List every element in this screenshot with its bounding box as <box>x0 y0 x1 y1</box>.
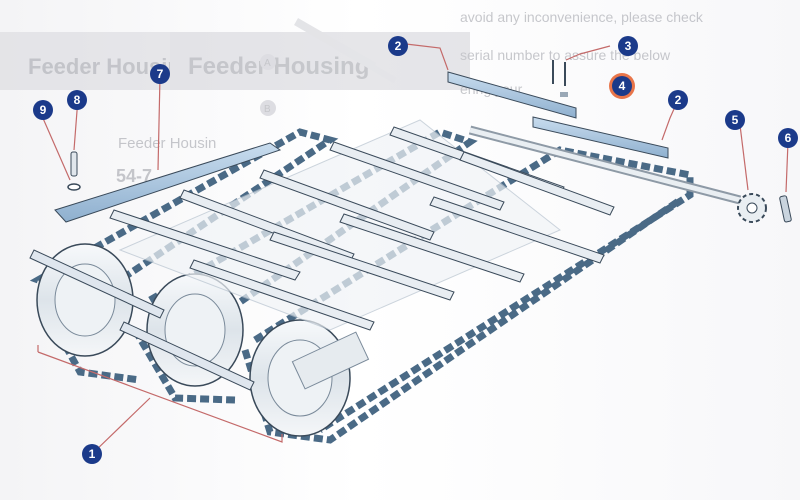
leader-line-9 <box>41 115 71 181</box>
callout-number: 7 <box>157 67 164 81</box>
callout-5-sprocket: 5 <box>725 110 745 130</box>
sprocket-part <box>737 193 767 223</box>
slat-bar-front-part <box>447 71 577 119</box>
slat <box>259 169 435 241</box>
background-notice-line1: avoid any inconvenience, please check <box>460 9 704 25</box>
slats <box>29 126 615 391</box>
slat <box>459 151 615 216</box>
background-part-code: 54-7 <box>116 166 152 186</box>
callout-badge <box>612 76 632 96</box>
callout-number: 5 <box>732 113 739 127</box>
callout-number: 8 <box>74 93 81 107</box>
callout-9-washer: 9 <box>33 100 53 120</box>
callout-number: 4 <box>619 79 626 93</box>
pin-part <box>70 151 78 177</box>
key-part <box>779 195 792 223</box>
callout-number: 2 <box>675 93 682 107</box>
wear-strip-part <box>54 142 282 223</box>
leader-line-1 <box>91 397 151 455</box>
slat <box>119 321 255 391</box>
slat <box>329 141 505 211</box>
slat <box>29 249 165 319</box>
bolt-part <box>552 60 566 86</box>
callout-8-pin: 8 <box>67 90 87 110</box>
callout-number: 2 <box>395 39 402 53</box>
leader-line-bracket-1 <box>37 345 283 443</box>
callout-3-bolt: 3 <box>618 36 638 56</box>
callout-number: 3 <box>625 39 632 53</box>
leader-line-5 <box>739 124 749 191</box>
leader-line-3 <box>565 45 611 61</box>
slat <box>429 196 605 264</box>
callout-2-slat-bar-rear: 2 <box>668 90 688 110</box>
slat <box>189 259 375 331</box>
leader-line-6 <box>785 141 789 193</box>
callout-badge <box>82 444 102 464</box>
callout-badge <box>67 90 87 110</box>
background-badge-b: B <box>264 104 271 115</box>
callout-6-key: 6 <box>778 128 798 148</box>
callout-badge <box>668 90 688 110</box>
callout-badge <box>33 100 53 120</box>
washer-part <box>67 183 81 191</box>
callout-badge <box>618 36 638 56</box>
chain-return-middle <box>131 328 236 404</box>
drum-right <box>249 319 370 437</box>
callout-badge <box>150 64 170 84</box>
callout-number: 9 <box>40 103 47 117</box>
nut-part <box>560 92 568 97</box>
callout-badge <box>388 36 408 56</box>
drive-shaft <box>468 125 742 205</box>
background-title-band-right <box>170 32 470 90</box>
background-title-right: Feeder Housing <box>188 53 369 80</box>
background-subtitle: Feeder Housin <box>118 135 216 152</box>
callout-badge <box>725 110 745 130</box>
slat-bar-rear-part <box>532 116 669 159</box>
leader-line-7 <box>157 75 161 171</box>
callout-number: 1 <box>89 447 96 461</box>
callout-7-wear-strip: 7 <box>150 64 170 84</box>
callout-number: 6 <box>785 131 792 145</box>
background-page-content: Feeder Housing Feeder Housing Feeder Hou… <box>0 9 704 186</box>
background-badge-a: A <box>264 58 271 69</box>
callout-2-slat-bar-front: 2 <box>388 36 408 56</box>
slat <box>269 231 455 301</box>
background-notice-line2: serial number to assure the below <box>460 47 671 63</box>
slat <box>109 209 301 281</box>
leader-line-2a <box>405 43 449 71</box>
slat <box>339 213 525 283</box>
callout-markers: 1 2 2 3 4 5 6 7 8 9 <box>33 36 798 464</box>
leader-lines <box>37 43 789 455</box>
callout-badge <box>778 128 798 148</box>
callout-4-nut: 4 <box>609 73 635 99</box>
callout-1-chain-assembly: 1 <box>82 444 102 464</box>
